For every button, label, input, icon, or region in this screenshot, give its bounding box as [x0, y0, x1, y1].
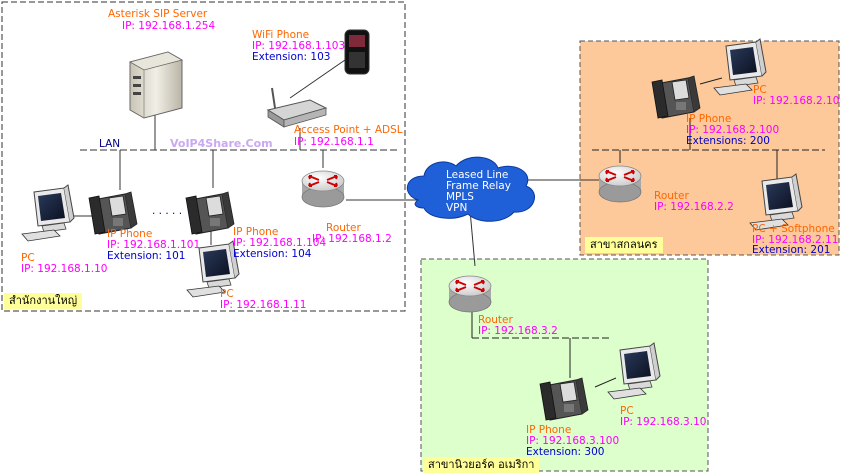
sakon-phone-ip: IP: 192.168.2.100 [686, 124, 780, 136]
wifi-phone-ip: IP: 192.168.1.103 [252, 40, 346, 52]
sakon-phone-icon [651, 75, 701, 119]
hq-phone2-icon [185, 191, 235, 235]
link-wan-ny [469, 209, 476, 267]
hq-area [1, 1, 406, 312]
hq-pc1-name: PC [21, 252, 35, 264]
hq-pc2-name: PC [220, 288, 234, 300]
sip-server-name: Asterisk SIP Server [108, 8, 208, 20]
devices-ellipsis: . . . . . [152, 205, 183, 217]
hq-phone1-ext: Extension: 101 [107, 250, 186, 262]
wifi-phone-icon [344, 29, 370, 75]
sakon-pc-ip: IP: 192.168.2.10 [753, 95, 840, 107]
watermark: VoIP4Share.Com [170, 137, 273, 150]
sakon-phone-ext: Extensions: 200 [686, 135, 770, 147]
ny-router-ip: IP: 192.168.3.2 [478, 325, 558, 337]
wan-line-4: VPN [446, 202, 468, 214]
access-point-icon [266, 87, 328, 128]
ny-site-label: สาขานิวยอร์ค อเมริกา [423, 457, 540, 473]
hq-phone2-name: IP Phone [233, 226, 279, 238]
ny-phone-name: IP Phone [526, 424, 572, 436]
ny-router-name: Router [478, 314, 513, 326]
hq-pc2-ip: IP: 192.168.1.11 [220, 299, 307, 311]
sakon-site-label: สาขาสกลนคร [585, 237, 663, 253]
hq-pc1-ip: IP: 192.168.1.10 [21, 263, 108, 275]
hq-phone1-name: IP Phone [107, 228, 153, 240]
branch-sakon-area [579, 40, 840, 256]
hq-site-label: สำนักงานใหญ่ [4, 293, 83, 309]
wan-cloud-icon [407, 156, 535, 222]
sakon-softphone-ext: Extension: 201 [752, 244, 831, 256]
hq-pc1-icon [21, 184, 75, 242]
lan-label: LAN [99, 138, 121, 150]
wan-line-1: Leased Line [446, 169, 509, 181]
ny-phone-icon [539, 377, 589, 421]
access-point-name: Access Point + ADSL [294, 124, 403, 136]
sakon-router-icon [598, 165, 642, 203]
hq-phone2-ext: Extension: 104 [233, 248, 312, 260]
access-point-ip: IP: 192.168.1.1 [294, 136, 374, 148]
ny-pc-ip: IP: 192.168.3.10 [620, 416, 707, 428]
ny-router-icon [448, 275, 492, 313]
hq-router-ip: IP: 192.168.1.2 [312, 233, 392, 245]
ny-phone-ext: Extension: 300 [526, 446, 605, 458]
hq-phone1-ip: IP: 192.168.1.101 [107, 239, 201, 251]
hq-router-icon [301, 170, 345, 208]
wifi-phone-ext: Extension: 103 [252, 51, 331, 63]
ny-pc-name: PC [620, 405, 634, 417]
hq-phone2-ip: IP: 192.168.1.104 [233, 237, 327, 249]
hq-router-name: Router [326, 222, 361, 234]
sip-server-ip: IP: 192.168.1.254 [122, 20, 216, 32]
sip-server-icon [128, 51, 184, 119]
sakon-softphone-ip: IP: 192.168.2.11 [752, 234, 839, 246]
sakon-softphone-name: PC + Softphone [752, 223, 835, 235]
sakon-phone-name: IP Phone [686, 113, 732, 125]
wan-line-3: MPLS [446, 191, 474, 203]
ny-phone-ip: IP: 192.168.3.100 [526, 435, 620, 447]
sakon-router-ip: IP: 192.168.2.2 [654, 201, 734, 213]
sakon-pc-name: PC [753, 84, 767, 96]
wan-line-2: Frame Relay [446, 180, 511, 192]
sakon-router-name: Router [654, 190, 689, 202]
wifi-phone-name: WiFi Phone [252, 29, 310, 41]
